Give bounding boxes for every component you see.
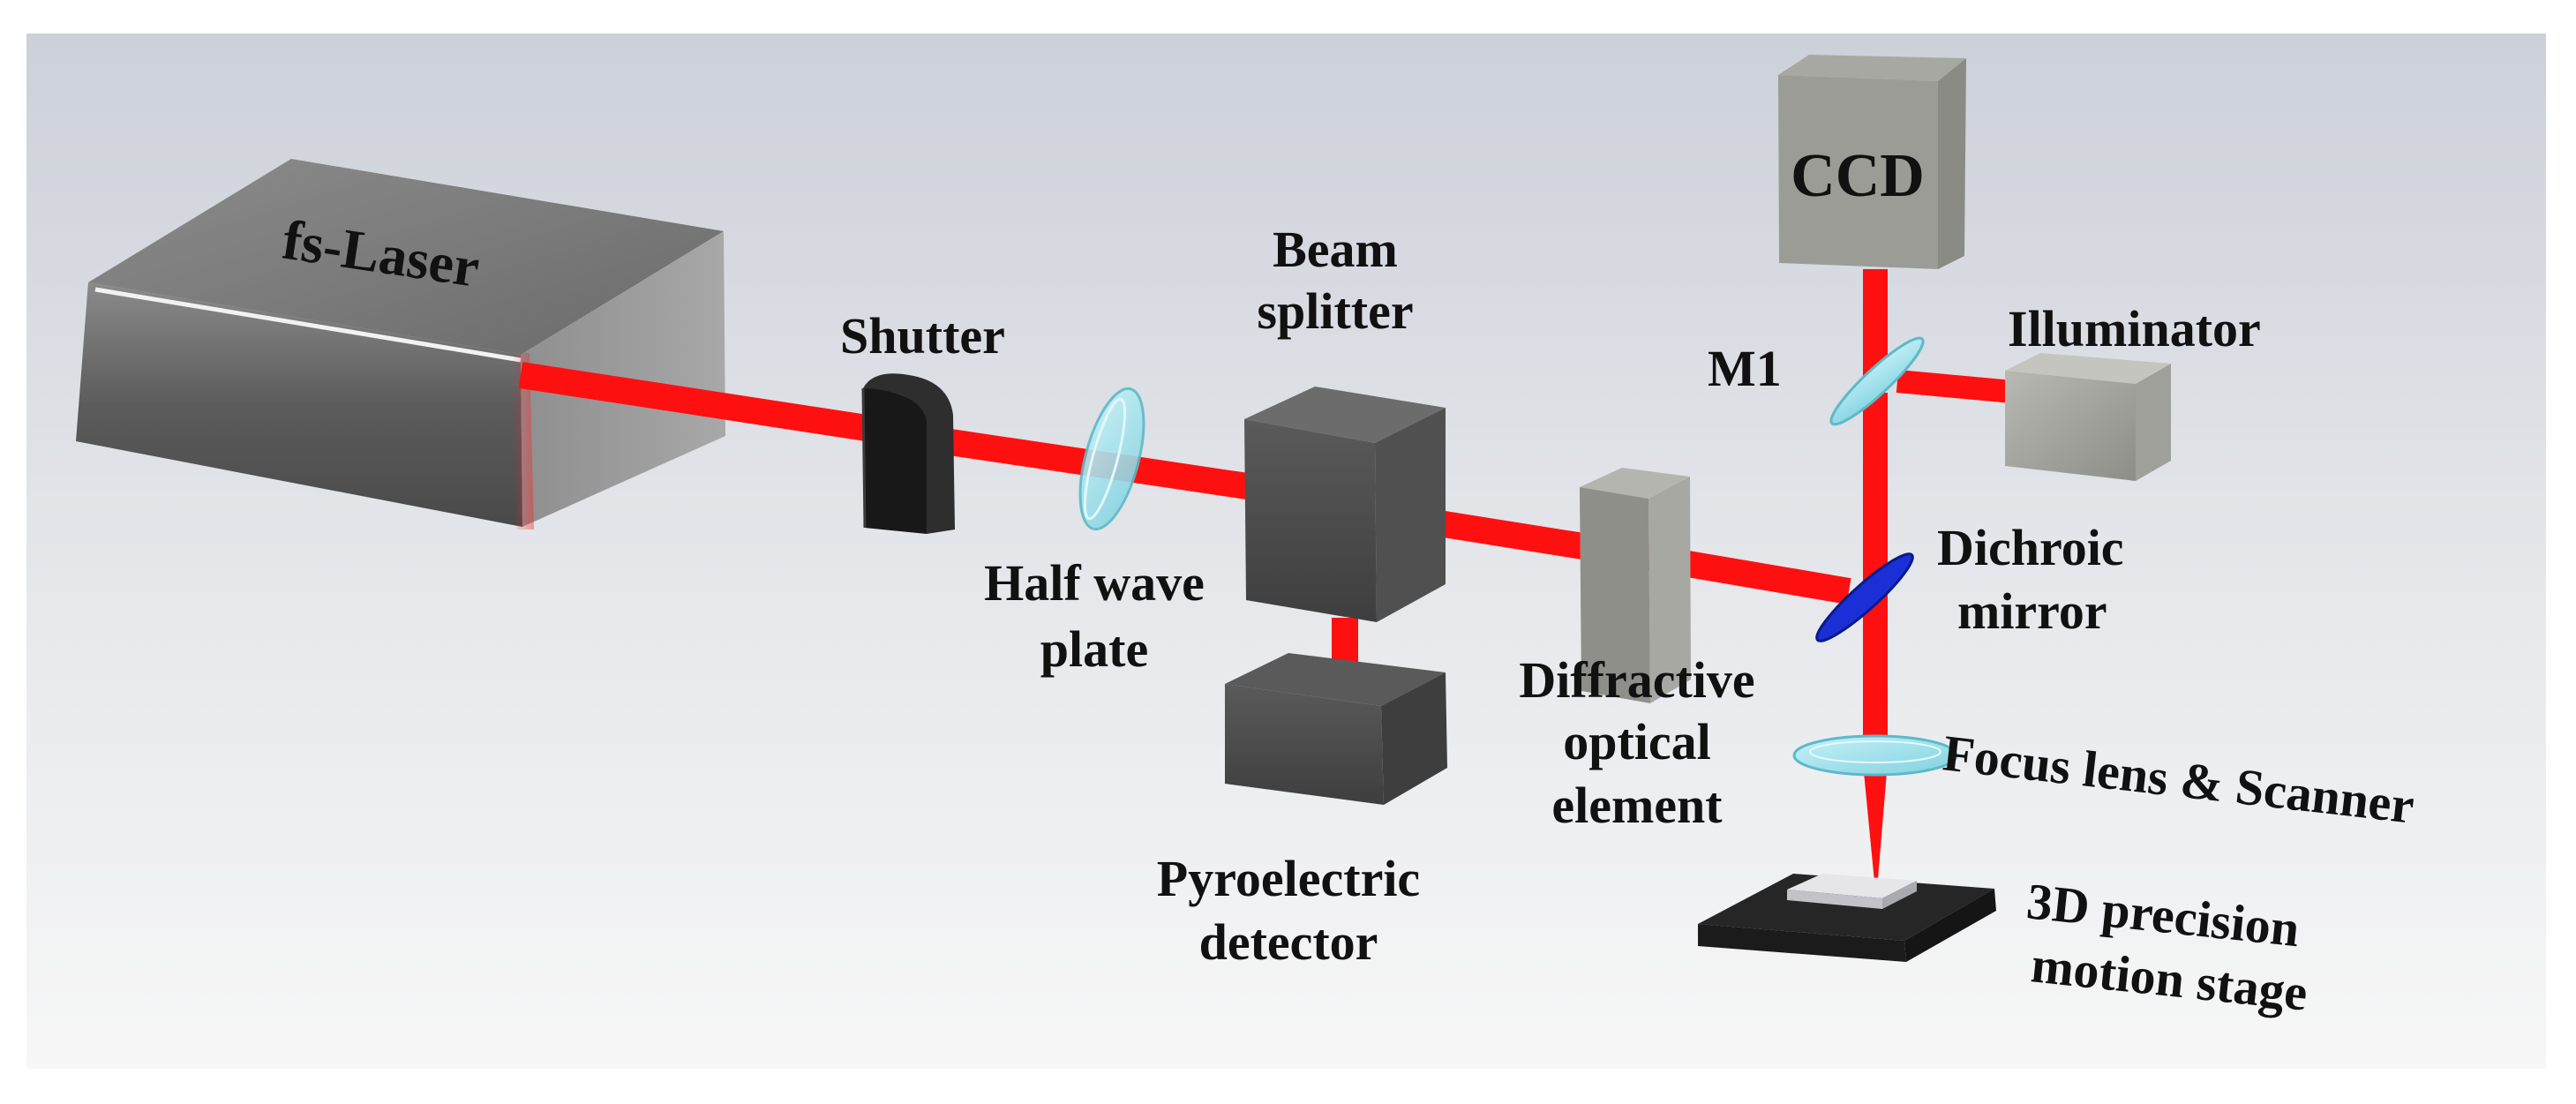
half-wave-plate-label-line1: Half wave bbox=[984, 554, 1205, 612]
shutter bbox=[861, 373, 955, 534]
beam-splitter-label-line2: splitter bbox=[1257, 282, 1413, 340]
half-wave-plate bbox=[1078, 387, 1145, 531]
dichroic-mirror bbox=[1815, 552, 1914, 642]
pyroelectric-detector-label-line1: Pyroelectric bbox=[1157, 850, 1420, 907]
shutter-label: Shutter bbox=[840, 307, 1005, 364]
illuminator-label: Illuminator bbox=[2008, 300, 2261, 357]
diffractive-optical-element bbox=[1580, 468, 1691, 703]
focus-lens bbox=[1792, 734, 1958, 777]
pyroelectric-detector bbox=[1225, 653, 1447, 805]
m1-label: M1 bbox=[1708, 340, 1782, 397]
dichroic-mirror-label-line1: Dichroic bbox=[1937, 519, 2124, 576]
half-wave-plate-label-line2: plate bbox=[1040, 620, 1148, 678]
beam-splitter-label-line1: Beam bbox=[1273, 221, 1398, 278]
pyroelectric-detector-label-line2: detector bbox=[1199, 913, 1378, 971]
beam-splitter bbox=[1244, 387, 1446, 622]
diffractive-element-label-line2: optical bbox=[1563, 713, 1711, 770]
diffractive-element-label-line1: Diffractive bbox=[1519, 651, 1754, 709]
fs-laser-box bbox=[76, 159, 725, 529]
m1-mirror bbox=[1829, 336, 1925, 426]
dichroic-mirror-label-line2: mirror bbox=[1957, 582, 2107, 640]
ccd-camera bbox=[1778, 55, 1966, 269]
ccd-label: CCD bbox=[1791, 142, 1925, 210]
diffractive-element-label-line3: element bbox=[1551, 777, 1723, 834]
motion-stage bbox=[1698, 874, 1996, 962]
illuminator bbox=[2005, 353, 2171, 481]
